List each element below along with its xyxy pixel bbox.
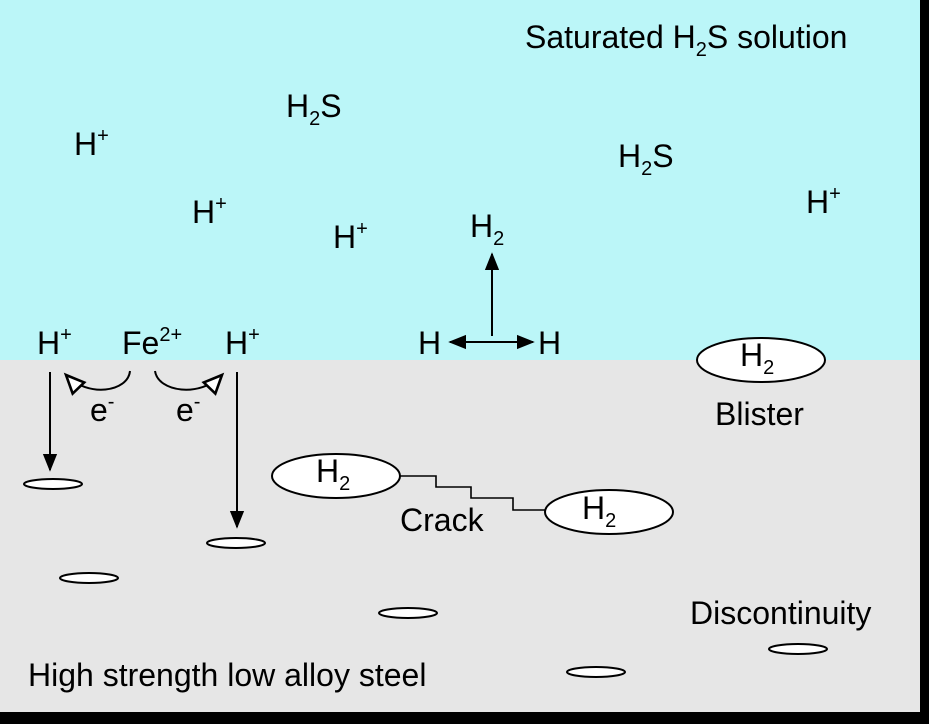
electron-transfer-arrow <box>154 370 225 396</box>
hydrogen-atom: H <box>418 325 441 361</box>
h2s-molecule: H2S <box>618 138 674 180</box>
hydrogen-ion: H+ <box>37 324 72 361</box>
h2s-molecule: H2S <box>286 88 342 130</box>
ferrous-ion: Fe2+ <box>122 324 182 361</box>
electron: e- <box>176 391 200 428</box>
discontinuity-void <box>206 537 266 549</box>
discontinuity-label: Discontinuity <box>690 595 871 631</box>
discontinuity-group <box>23 478 828 678</box>
steel-region <box>0 360 920 712</box>
blister <box>696 337 826 383</box>
crack-h2-right: H2 <box>582 490 616 532</box>
crack-h2-left: H2 <box>316 453 350 495</box>
blister-h2: H2 <box>740 337 774 379</box>
hydrogen-atom: H <box>538 325 561 361</box>
crack-path <box>400 475 545 511</box>
discontinuity-void <box>378 607 438 619</box>
material-label: High strength low alloy steel <box>28 657 426 693</box>
crack-label: Crack <box>400 502 485 538</box>
hydrogen-ion: H+ <box>225 324 260 361</box>
discontinuity-void <box>23 478 83 490</box>
blister-label: Blister <box>715 396 804 432</box>
electron-transfer-arrow <box>63 370 131 396</box>
h2-molecule: H2 <box>470 208 504 250</box>
solution-title: Saturated H2S solution <box>525 19 847 61</box>
solution-region <box>0 0 920 360</box>
hydrogen-ion: H+ <box>192 193 227 230</box>
hydrogen-ion: H+ <box>806 183 841 220</box>
electron: e- <box>90 391 114 428</box>
hydrogen-ion: H+ <box>74 125 109 162</box>
hydrogen-ion: H+ <box>333 218 368 255</box>
crack-h2-pocket <box>544 489 674 535</box>
discontinuity-void <box>566 666 626 678</box>
crack-h2-pocket <box>271 453 401 499</box>
discontinuity-void <box>59 572 119 584</box>
discontinuity-void <box>768 643 828 655</box>
